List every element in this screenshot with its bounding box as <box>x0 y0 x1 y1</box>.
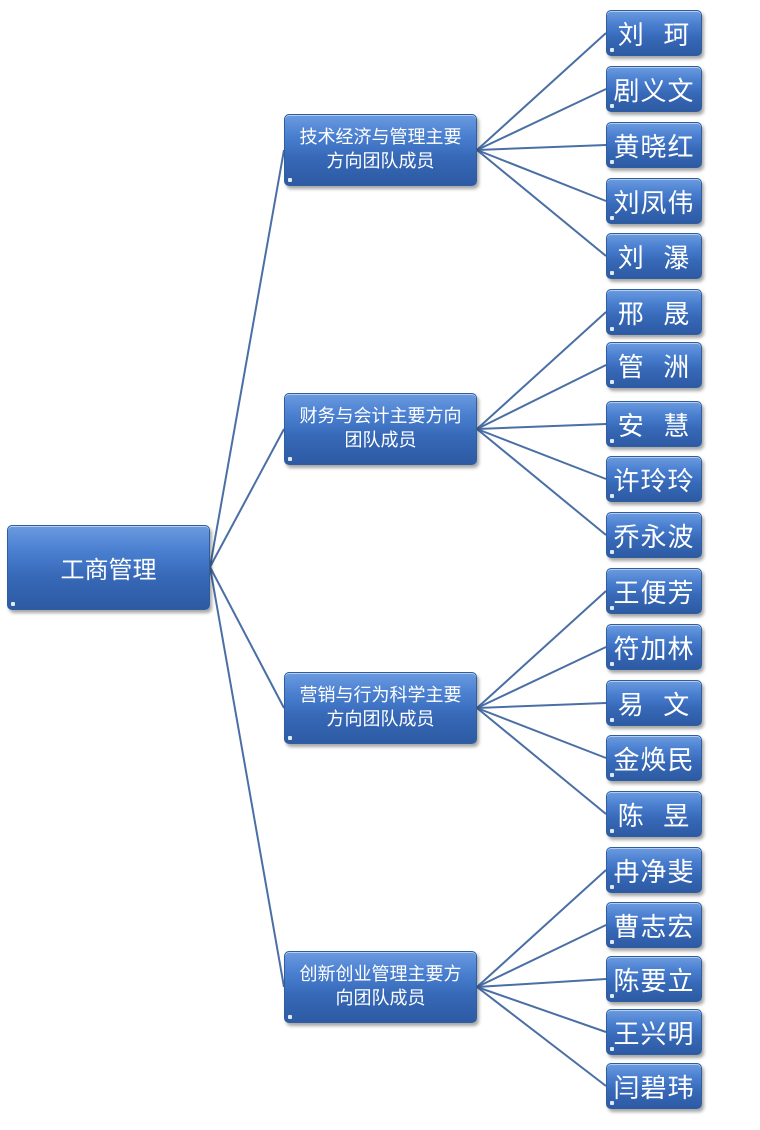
group-to-member-line <box>476 88 607 151</box>
group-to-member-line <box>476 869 607 988</box>
group-to-member-line <box>476 32 607 151</box>
member-node: 剧义文 <box>606 66 702 112</box>
root-to-group-line <box>209 428 285 568</box>
member-node: 管 洲 <box>606 342 702 388</box>
group-node: 营销与行为科学主要方向团队成员 <box>284 672 477 744</box>
group-to-member-line <box>476 702 607 709</box>
member-node: 符加林 <box>606 624 702 670</box>
group-to-member-line <box>476 428 607 480</box>
group-to-member-line <box>476 311 607 430</box>
member-node: 安 慧 <box>606 401 702 447</box>
group-node: 财务与会计主要方向团队成员 <box>284 393 477 465</box>
root-to-group-line <box>209 566 285 988</box>
group-node: 技术经济与管理主要方向团队成员 <box>284 114 477 186</box>
member-node: 黄晓红 <box>606 122 702 168</box>
group-to-member-line <box>476 149 607 202</box>
member-node: 刘 瀑 <box>606 233 702 279</box>
member-node: 易 文 <box>606 680 702 726</box>
group-node: 创新创业管理主要方向团队成员 <box>284 951 477 1023</box>
member-node: 邢 晟 <box>606 289 702 335</box>
group-to-member-line <box>476 986 607 1087</box>
member-node: 乔永波 <box>606 512 702 558</box>
group-to-member-line <box>476 924 607 988</box>
group-to-member-line <box>476 707 607 815</box>
group-to-member-line <box>476 646 607 709</box>
group-to-member-line <box>476 986 607 1033</box>
root-to-group-line <box>209 149 285 568</box>
member-node: 金焕民 <box>606 735 702 781</box>
group-to-member-line <box>476 149 607 257</box>
root-to-group-line <box>209 566 285 709</box>
member-node: 曹志宏 <box>606 902 702 948</box>
member-node: 刘凤伟 <box>606 178 702 224</box>
group-to-member-line <box>476 144 607 151</box>
group-to-member-line <box>476 364 607 430</box>
member-node: 陈要立 <box>606 956 702 1002</box>
group-to-member-line <box>476 590 607 709</box>
group-to-member-line <box>476 978 607 988</box>
member-node: 闫碧玮 <box>606 1063 702 1109</box>
group-to-member-line <box>476 428 607 536</box>
member-node: 许玲玲 <box>606 456 702 502</box>
group-to-member-line <box>476 707 607 759</box>
root-node: 工商管理 <box>7 525 210 610</box>
group-to-member-line <box>476 423 607 430</box>
member-node: 冉净斐 <box>606 847 702 893</box>
member-node: 刘 珂 <box>606 10 702 56</box>
member-node: 王便芳 <box>606 568 702 614</box>
member-node: 陈 昱 <box>606 791 702 837</box>
member-node: 王兴明 <box>606 1009 702 1055</box>
